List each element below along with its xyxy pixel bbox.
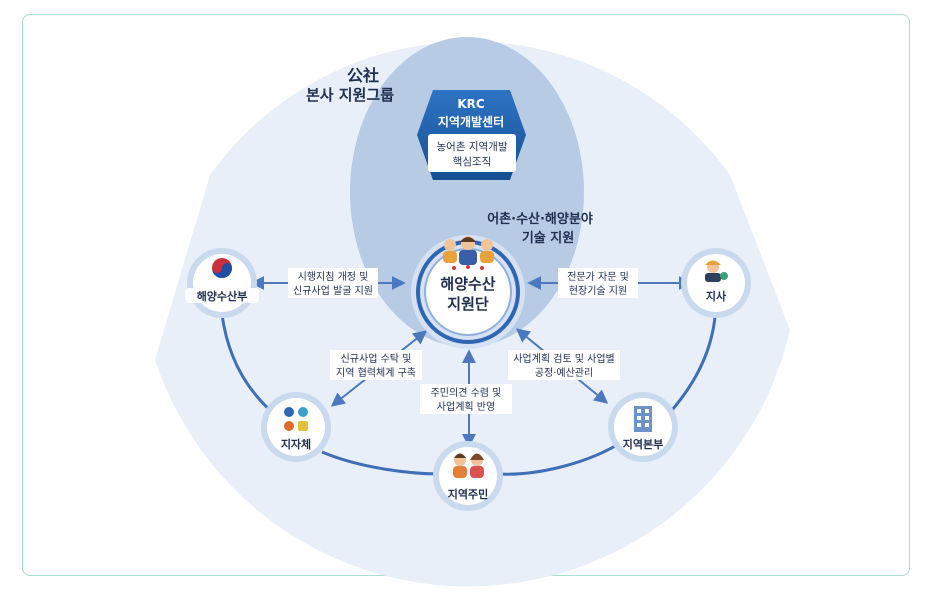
svg-text:지자체: 지자체 [281,437,311,451]
local-emblems-icon [284,407,308,431]
center-line1: 해양수산 [440,275,495,293]
node-branch: 지사 [681,248,751,318]
svg-text:지역본부: 지역본부 [623,437,663,451]
svg-text:주민의견 수렴 및: 주민의견 수렴 및 [431,386,502,399]
krc-center-label: 지역개발센터 [438,114,504,129]
label-regional: 사업계획 검토 및 사업별 공정·예산관리 [508,350,620,380]
network-ring [218,289,718,476]
svg-text:사업계획 검토 및 사업별: 사업계획 검토 및 사업별 [513,352,615,365]
core-org-line2: 핵심조직 [453,156,492,168]
residents-people-icon [453,453,484,478]
tech-support-line2: 기술 지원 [522,231,574,246]
label-branch: 전문가 자문 및 현장기술 지원 [558,268,638,298]
svg-text:신규사업 수탁 및: 신규사업 수탁 및 [341,352,412,365]
svg-text:전문가 자문 및: 전문가 자문 및 [567,271,629,283]
hq-title-line2: 본사 지원그룹 [306,86,394,104]
svg-text:현장기술 지원: 현장기술 지원 [569,285,627,297]
svg-text:지역 협력체계 구축: 지역 협력체계 구축 [336,366,416,379]
node-residents: 지역주민 [433,441,503,511]
node-local-gov: 지자체 [261,392,331,462]
center-node: 해양수산 지원단 [411,235,525,349]
svg-text:지역주민: 지역주민 [448,487,488,501]
center-line2: 지원단 [447,295,489,313]
taegeuk-logo-icon [212,258,232,278]
svg-text:지사: 지사 [706,289,727,303]
svg-text:해양수산부: 해양수산부 [197,289,248,303]
label-residents: 주민의견 수렴 및 사업계획 반영 [420,384,512,414]
svg-text:사업계획 반영: 사업계획 반영 [437,400,495,413]
krc-label: KRC [457,97,485,111]
hq-title-line1: 公社 [347,66,379,85]
worker-icon [705,260,728,282]
label-local-gov: 신규사업 수탁 및 지역 협력체계 구축 [330,350,422,380]
building-icon [634,406,652,432]
hq-ellipse [350,37,584,347]
svg-text:공정·예산관리: 공정·예산관리 [535,367,593,379]
core-org-line1: 농어촌 지역개발 [437,141,508,153]
team-people-icon [443,236,494,270]
svg-text:신규사업 발굴 지원: 신규사업 발굴 지원 [293,284,373,297]
tech-support-line1: 어촌·수산·해양분야 [487,211,593,227]
core-org-box [428,134,516,172]
label-ministry: 시행지침 개정 및 신규사업 발굴 지원 [288,268,378,298]
svg-text:시행지침 개정 및: 시행지침 개정 및 [298,271,369,283]
node-ministry: 해양수산부 [185,248,259,318]
